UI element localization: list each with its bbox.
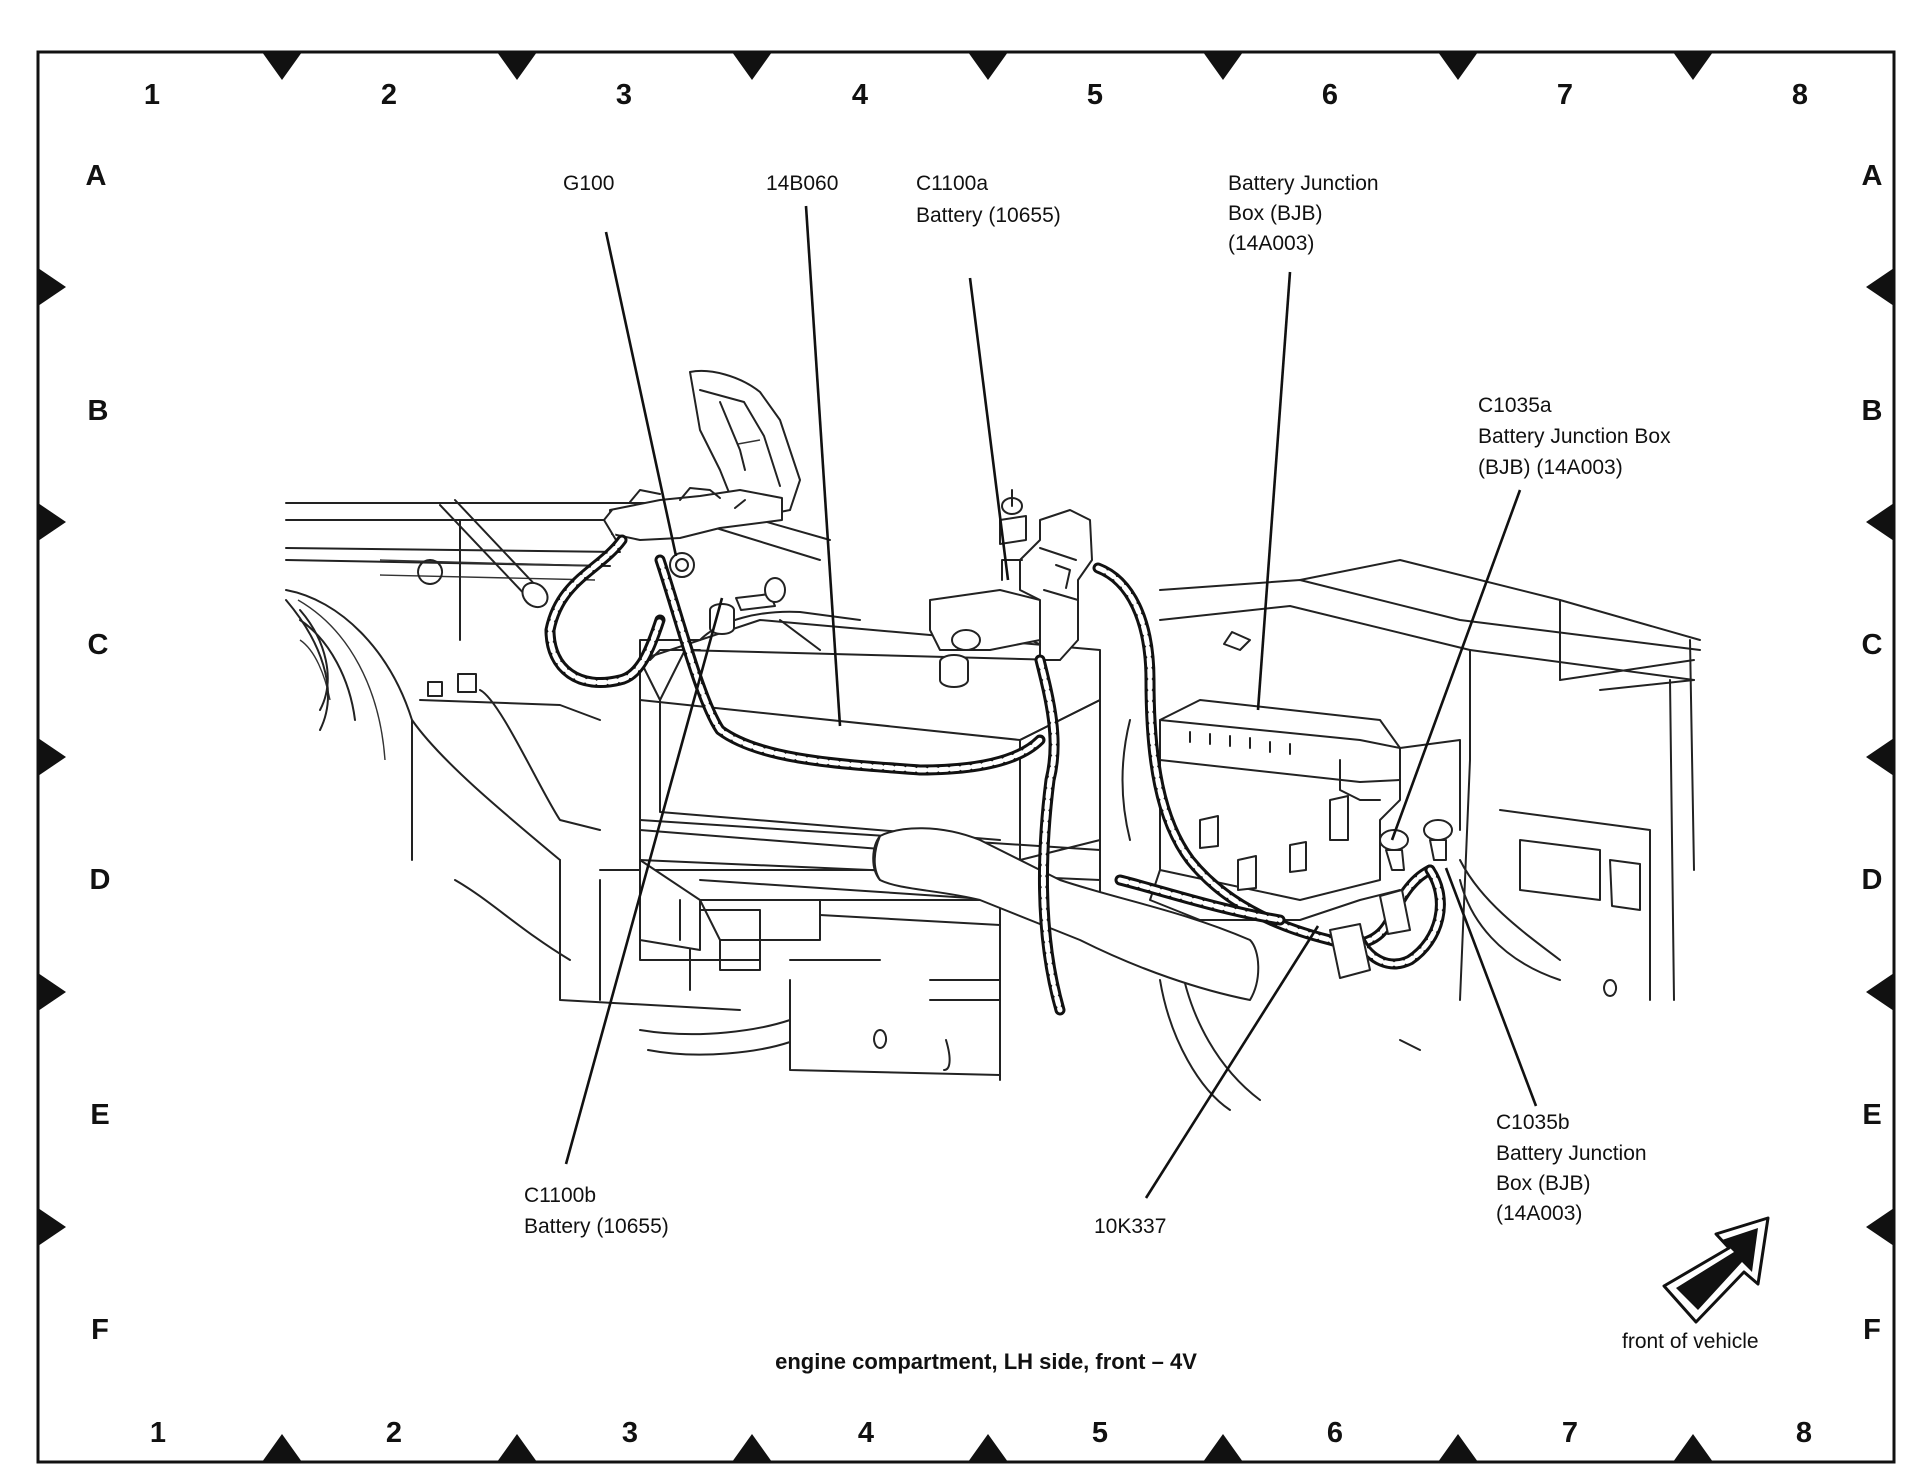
col-label: 7 — [1562, 1417, 1578, 1449]
row-label: B — [88, 395, 109, 427]
svg-text:C1100a: C1100a — [916, 172, 988, 195]
callout-c1100b: C1100b Battery (10655) — [524, 1184, 669, 1238]
row-label: D — [1862, 864, 1883, 896]
svg-text:Box (BJB): Box (BJB) — [1228, 202, 1323, 225]
front-of-vehicle-label: front of vehicle — [1622, 1330, 1759, 1353]
svg-text:14B060: 14B060 — [766, 172, 838, 195]
svg-text:(BJB) (14A003): (BJB) (14A003) — [1478, 456, 1623, 479]
wire-harnesses — [544, 534, 1446, 1016]
col-label: 5 — [1087, 79, 1103, 111]
svg-text:Box (BJB): Box (BJB) — [1496, 1172, 1591, 1195]
row-label: B — [1862, 395, 1883, 427]
row-label: E — [1862, 1099, 1881, 1131]
front-of-vehicle-arrow-icon — [1662, 1216, 1770, 1324]
grid-ticks — [38, 52, 1894, 1462]
svg-text:(14A003): (14A003) — [1228, 232, 1314, 255]
leader-bjb — [1256, 271, 1292, 711]
callout-g100: G100 — [563, 172, 614, 195]
row-label: F — [1863, 1314, 1881, 1346]
row-labels-left: A B C D E F — [86, 160, 111, 1346]
col-label: 2 — [381, 79, 397, 111]
row-label: C — [1862, 629, 1883, 661]
engine-compartment-drawing — [285, 370, 1701, 1111]
leader-c1100a — [968, 277, 1010, 581]
leader-g100 — [604, 231, 678, 557]
svg-text:C1100b: C1100b — [524, 1184, 596, 1207]
row-label: E — [90, 1099, 109, 1131]
leader-10k337 — [1144, 925, 1320, 1199]
svg-text:Battery Junction: Battery Junction — [1496, 1142, 1647, 1165]
callout-c1035b: C1035b Battery Junction Box (BJB) (14A00… — [1496, 1111, 1647, 1225]
row-label: F — [91, 1314, 109, 1346]
col-label: 3 — [616, 79, 632, 111]
diagram-caption: engine compartment, LH side, front – 4V — [775, 1349, 1197, 1374]
col-label: 7 — [1557, 79, 1573, 111]
column-labels-bottom: 1 2 3 4 5 6 7 8 — [150, 1417, 1812, 1449]
col-label: 8 — [1792, 79, 1808, 111]
callout-c1035a: C1035a Battery Junction Box (BJB) (14A00… — [1478, 394, 1671, 479]
diagram-border — [36, 50, 1896, 1464]
leader-c1035b — [1444, 867, 1538, 1107]
callout-10k337: 10K337 — [1094, 1215, 1166, 1238]
leader-14b060 — [804, 205, 842, 727]
callout-c1100a: C1100a Battery (10655) — [916, 172, 1061, 227]
svg-text:(14A003): (14A003) — [1496, 1202, 1582, 1225]
row-label: A — [86, 160, 107, 192]
col-label: 6 — [1327, 1417, 1343, 1449]
svg-text:Battery Junction Box: Battery Junction Box — [1478, 425, 1671, 448]
column-labels-top: 1 2 3 4 5 6 7 8 — [144, 79, 1808, 111]
row-label: D — [90, 864, 111, 896]
callout-14b060: 14B060 — [766, 172, 838, 195]
leader-lines — [564, 205, 1538, 1199]
row-labels-right: A B C D E F — [1862, 160, 1883, 1346]
col-label: 3 — [622, 1417, 638, 1449]
svg-text:C1035b: C1035b — [1496, 1111, 1570, 1134]
callout-bjb: Battery Junction Box (BJB) (14A003) — [1228, 172, 1379, 255]
col-label: 4 — [852, 79, 868, 111]
row-label: C — [88, 629, 109, 661]
svg-text:Battery (10655): Battery (10655) — [524, 1215, 669, 1238]
col-label: 1 — [144, 79, 160, 111]
svg-text:G100: G100 — [563, 172, 614, 195]
leader-c1035a — [1390, 489, 1522, 841]
col-label: 2 — [386, 1417, 402, 1449]
leader-c1100b — [564, 597, 724, 1165]
svg-text:10K337: 10K337 — [1094, 1215, 1166, 1238]
row-label: A — [1862, 160, 1883, 192]
col-label: 4 — [858, 1417, 874, 1449]
col-label: 6 — [1322, 79, 1338, 111]
col-label: 8 — [1796, 1417, 1812, 1449]
svg-text:C1035a: C1035a — [1478, 394, 1552, 417]
svg-text:Battery (10655): Battery (10655) — [916, 204, 1061, 227]
svg-text:Battery Junction: Battery Junction — [1228, 172, 1379, 195]
col-label: 1 — [150, 1417, 166, 1449]
col-label: 5 — [1092, 1417, 1108, 1449]
